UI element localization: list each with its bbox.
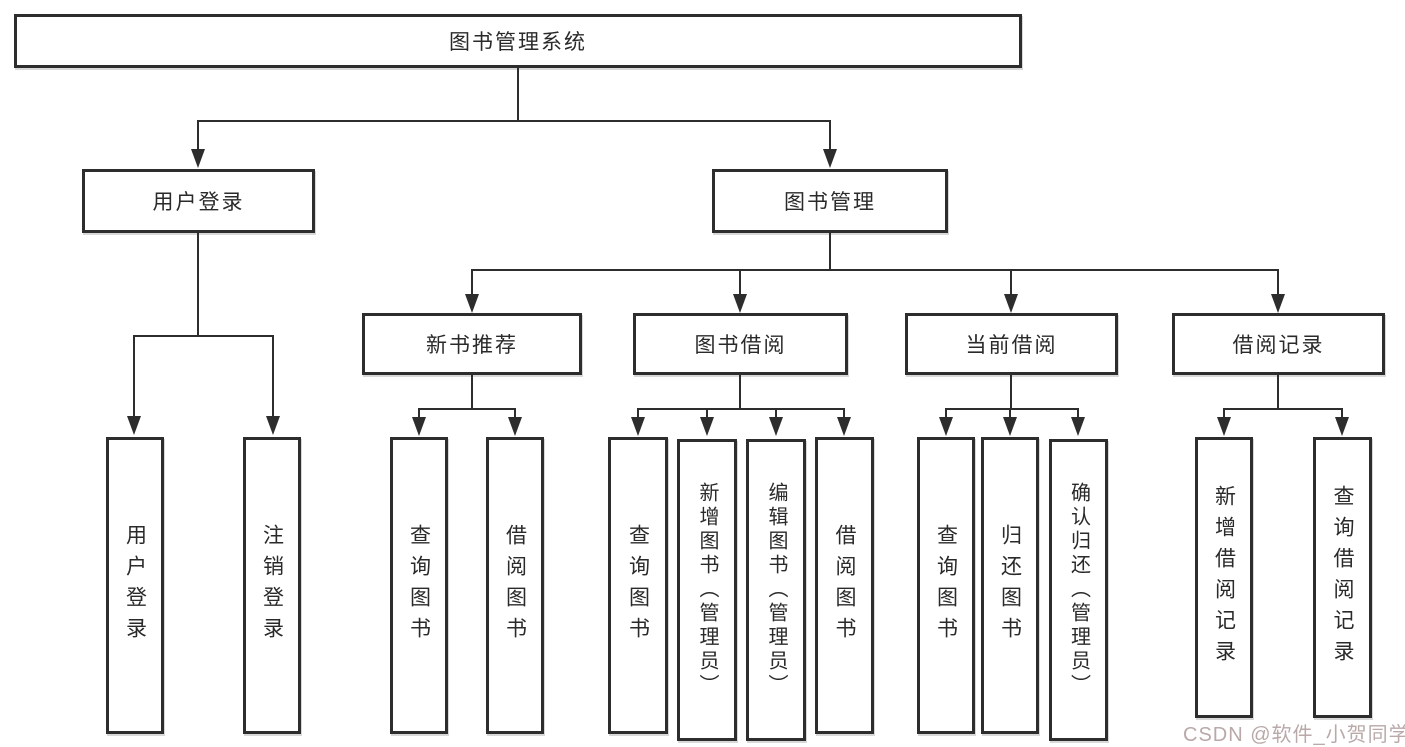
connector-stem bbox=[471, 269, 473, 296]
node-book-management-label: 图书管理 bbox=[784, 191, 876, 214]
node-book-borrowing: 图书借阅 bbox=[633, 313, 848, 375]
node-current-borrowing-label: 当前借阅 bbox=[965, 334, 1058, 357]
leaf-login-user-login-label: 用户登录 bbox=[123, 523, 147, 648]
connector-stem bbox=[418, 408, 420, 418]
connector-level1-rail bbox=[197, 120, 831, 122]
leaf-recommend-query-books-label: 查询图书 bbox=[407, 523, 431, 648]
leaf-records-add-record: 新增借阅记录 bbox=[1195, 437, 1253, 718]
leaf-current-confirm-return-admin: 确认归还（管理员） bbox=[1049, 439, 1108, 741]
leaf-borrowing-borrow-books: 借阅图书 bbox=[815, 437, 874, 734]
leaf-records-query-record: 查询借阅记录 bbox=[1313, 437, 1372, 718]
connector-stem bbox=[1277, 269, 1279, 296]
node-current-borrowing: 当前借阅 bbox=[905, 313, 1118, 375]
node-book-management: 图书管理 bbox=[712, 169, 948, 233]
arrowhead-icon bbox=[1335, 417, 1349, 436]
csdn-watermark: CSDN @软件_小贺同学 bbox=[1183, 724, 1405, 746]
connector-borrowing-stub bbox=[739, 375, 741, 410]
node-root-label: 图书管理系统 bbox=[449, 31, 587, 54]
leaf-login-logout-label: 注销登录 bbox=[260, 523, 284, 648]
leaf-current-return-books: 归还图书 bbox=[981, 437, 1039, 734]
connector-stem bbox=[133, 335, 135, 418]
arrowhead-icon bbox=[939, 417, 953, 436]
node-borrow-records-label: 借阅记录 bbox=[1232, 334, 1325, 357]
leaf-borrowing-add-books-admin-label: 新增图书（管理员） bbox=[696, 482, 718, 698]
node-new-book-recommend: 新书推荐 bbox=[362, 313, 582, 375]
arrowhead-icon bbox=[1004, 294, 1018, 313]
connector-stem bbox=[514, 408, 516, 418]
connector-stem bbox=[739, 269, 741, 296]
arrowhead-icon bbox=[191, 149, 205, 168]
connector-recommend-rail bbox=[418, 408, 516, 410]
connector-stem bbox=[775, 408, 777, 418]
connector-stem bbox=[945, 408, 947, 418]
leaf-records-add-record-label: 新增借阅记录 bbox=[1212, 484, 1236, 671]
node-book-borrowing-label: 图书借阅 bbox=[694, 334, 787, 357]
node-user-login-label: 用户登录 bbox=[152, 191, 245, 214]
connector-level3-rail bbox=[471, 269, 1279, 271]
connector-records-stub bbox=[1277, 375, 1279, 410]
connector-stem bbox=[706, 408, 708, 418]
arrowhead-icon bbox=[769, 417, 783, 436]
arrowhead-icon bbox=[412, 417, 426, 436]
leaf-login-user-login: 用户登录 bbox=[106, 437, 164, 734]
arrowhead-icon bbox=[508, 417, 522, 436]
arrowhead-icon bbox=[700, 417, 714, 436]
connector-stem bbox=[1341, 408, 1343, 418]
arrowhead-icon bbox=[1217, 417, 1231, 436]
arrowhead-icon bbox=[465, 294, 479, 313]
leaf-recommend-query-books: 查询图书 bbox=[390, 437, 448, 734]
connector-borrowing-rail bbox=[637, 408, 845, 410]
connector-current-rail bbox=[945, 408, 1078, 410]
connector-user-login-rail bbox=[133, 335, 274, 337]
node-borrow-records: 借阅记录 bbox=[1172, 313, 1385, 375]
arrowhead-icon bbox=[837, 417, 851, 436]
connector-stem bbox=[1077, 408, 1079, 418]
node-user-login: 用户登录 bbox=[82, 169, 315, 233]
connector-recommend-stub bbox=[471, 375, 473, 410]
arrowhead-icon bbox=[733, 294, 747, 313]
connector-stem bbox=[1010, 269, 1012, 296]
leaf-borrowing-edit-books-admin: 编辑图书（管理员） bbox=[746, 439, 806, 741]
connector-stem bbox=[272, 335, 274, 418]
connector-book-mgmt-stub bbox=[829, 233, 831, 271]
connector-stem bbox=[197, 120, 199, 151]
connector-stem bbox=[1009, 408, 1011, 418]
connector-stem bbox=[843, 408, 845, 418]
connector-stem bbox=[829, 120, 831, 151]
leaf-recommend-borrow-books-label: 借阅图书 bbox=[503, 523, 527, 648]
connector-root-stub bbox=[517, 68, 519, 122]
leaf-current-confirm-return-admin-label: 确认归还（管理员） bbox=[1067, 482, 1090, 698]
node-root: 图书管理系统 bbox=[14, 14, 1022, 68]
leaf-borrowing-query-books: 查询图书 bbox=[608, 437, 668, 734]
connector-records-rail bbox=[1223, 408, 1343, 410]
connector-stem bbox=[637, 408, 639, 418]
node-new-book-recommend-label: 新书推荐 bbox=[426, 334, 518, 357]
arrowhead-icon bbox=[127, 416, 141, 435]
leaf-login-logout: 注销登录 bbox=[243, 437, 301, 734]
connector-user-login-stub bbox=[197, 233, 199, 337]
connector-current-stub bbox=[1010, 375, 1012, 410]
arrowhead-icon bbox=[631, 417, 645, 436]
leaf-records-query-record-label: 查询借阅记录 bbox=[1331, 484, 1354, 671]
connector-stem bbox=[1223, 408, 1225, 418]
leaf-borrowing-borrow-books-label: 借阅图书 bbox=[833, 523, 856, 648]
leaf-current-query-books: 查询图书 bbox=[917, 437, 975, 734]
leaf-current-query-books-label: 查询图书 bbox=[934, 523, 958, 648]
arrowhead-icon bbox=[823, 149, 837, 168]
leaf-recommend-borrow-books: 借阅图书 bbox=[486, 437, 544, 734]
leaf-current-return-books-label: 归还图书 bbox=[998, 523, 1022, 648]
arrowhead-icon bbox=[1071, 417, 1085, 436]
leaf-borrowing-query-books-label: 查询图书 bbox=[626, 523, 650, 648]
leaf-borrowing-edit-books-admin-label: 编辑图书（管理员） bbox=[765, 482, 787, 698]
arrowhead-icon bbox=[1003, 417, 1017, 436]
leaf-borrowing-add-books-admin: 新增图书（管理员） bbox=[677, 439, 737, 741]
arrowhead-icon bbox=[266, 416, 280, 435]
arrowhead-icon bbox=[1271, 294, 1285, 313]
